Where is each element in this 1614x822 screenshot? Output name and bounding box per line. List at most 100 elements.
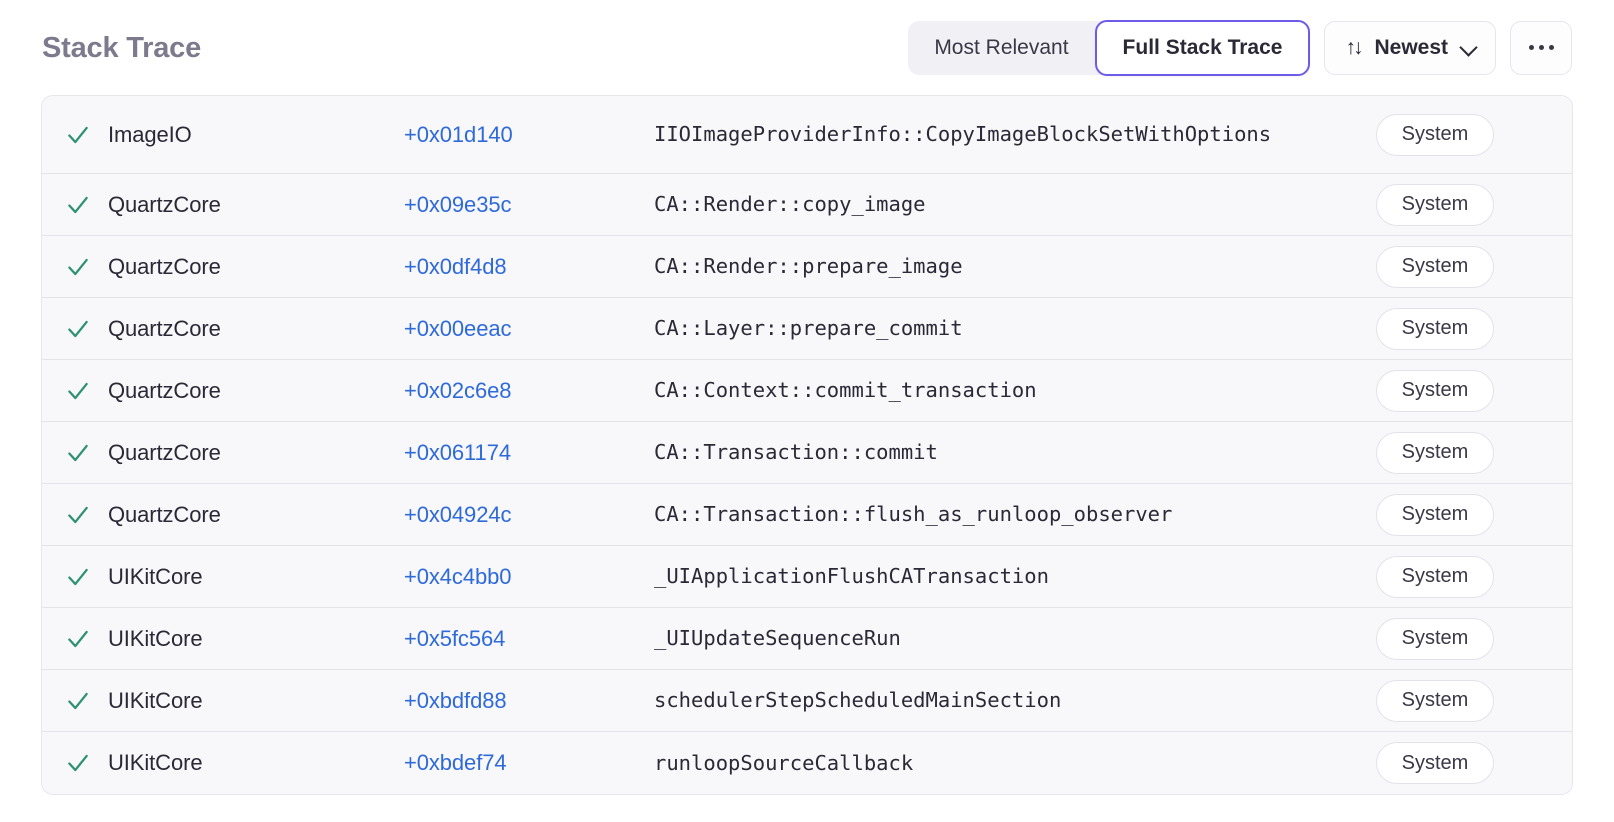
- checkmark-icon: [68, 506, 88, 523]
- frame-badge-cell: System: [1344, 113, 1494, 156]
- frame-status-cell: [42, 688, 108, 714]
- frame-package: QuartzCore: [108, 501, 221, 527]
- frame-package: QuartzCore: [108, 315, 221, 341]
- frame-offset-link[interactable]: +0x02c6e8: [404, 377, 512, 403]
- frame-badge-cell: System: [1344, 183, 1494, 226]
- frame-package: QuartzCore: [108, 377, 221, 403]
- frame-offset-link[interactable]: +0x061174: [404, 439, 511, 465]
- chevron-down-icon: [1461, 40, 1477, 56]
- frame-symbol: CA::Layer::prepare_commit: [654, 316, 963, 340]
- frame-badge-cell: System: [1344, 742, 1494, 784]
- frame-status-cell: [42, 192, 108, 218]
- sort-button[interactable]: ↑↓ Newest: [1324, 20, 1496, 75]
- frame-package: QuartzCore: [108, 191, 221, 217]
- sort-arrows-icon: ↑↓: [1345, 36, 1363, 59]
- checkmark-icon: [68, 382, 88, 399]
- header-controls: Most Relevant Full Stack Trace ↑↓ Newest: [908, 19, 1572, 76]
- frame-symbol: _UIApplicationFlushCATransaction: [654, 564, 1049, 588]
- frame-badge-cell: System: [1344, 245, 1494, 288]
- table-row-8[interactable]: UIKitCore +0x5fc564 _UIUpdateSequenceRun…: [42, 608, 1572, 670]
- frame-badge-cell: System: [1344, 679, 1494, 722]
- frame-offset-link[interactable]: +0x00eeac: [404, 315, 512, 341]
- status-badge: System: [1376, 742, 1494, 784]
- table-row-1[interactable]: QuartzCore +0x09e35c CA::Render::copy_im…: [42, 174, 1572, 236]
- ellipsis-dot-2: [1538, 45, 1544, 50]
- frame-package: ImageIO: [108, 121, 192, 147]
- frame-offset-link[interactable]: +0x01d140: [404, 121, 513, 147]
- frame-package: UIKitCore: [108, 687, 203, 713]
- ellipsis-dot-3: [1548, 45, 1554, 50]
- frame-badge-cell: System: [1344, 493, 1494, 536]
- table-row-0[interactable]: ImageIO +0x01d140 IIOImageProviderInfo::…: [42, 96, 1572, 174]
- frame-package: QuartzCore: [108, 253, 221, 279]
- frame-package: QuartzCore: [108, 439, 221, 465]
- more-options-button[interactable]: [1510, 20, 1572, 75]
- checkmark-icon: [68, 258, 88, 275]
- checkmark-icon: [68, 320, 88, 337]
- frame-offset-link[interactable]: +0xbdfd88: [404, 687, 507, 713]
- frame-package: UIKitCore: [108, 625, 203, 651]
- frame-symbol: IIOImageProviderInfo::CopyImageBlockSetW…: [654, 122, 1272, 146]
- table-row-5[interactable]: QuartzCore +0x061174 CA::Transaction::co…: [42, 422, 1572, 484]
- frame-badge-cell: System: [1344, 555, 1494, 598]
- status-badge: System: [1376, 183, 1494, 226]
- stack-trace-table: ImageIO +0x01d140 IIOImageProviderInfo::…: [41, 95, 1573, 795]
- frame-symbol: CA::Render::copy_image: [654, 192, 926, 216]
- checkmark-icon: [68, 754, 88, 772]
- checkmark-icon: [68, 568, 88, 585]
- frame-status-cell: [42, 254, 108, 280]
- status-badge: System: [1376, 245, 1494, 288]
- page-title: Stack Trace: [42, 32, 202, 64]
- tab-full-stack-trace[interactable]: Full Stack Trace: [1094, 19, 1311, 76]
- table-row-6[interactable]: QuartzCore +0x04924c CA::Transaction::fl…: [42, 484, 1572, 546]
- checkmark-icon: [68, 630, 88, 647]
- panel-header: Stack Trace Most Relevant Full Stack Tra…: [0, 0, 1614, 95]
- checkmark-icon: [68, 196, 88, 213]
- frame-status-cell: [42, 316, 108, 342]
- frame-symbol: CA::Transaction::flush_as_runloop_observ…: [654, 502, 1173, 526]
- checkmark-icon: [68, 692, 88, 709]
- frame-status-cell: [42, 564, 108, 590]
- status-badge: System: [1376, 555, 1494, 598]
- frame-package: UIKitCore: [108, 750, 203, 775]
- view-mode-segmented-control[interactable]: Most Relevant Full Stack Trace: [908, 19, 1311, 76]
- frame-status-cell: [42, 750, 108, 776]
- frame-symbol: runloopSourceCallback: [654, 750, 914, 775]
- tab-most-relevant[interactable]: Most Relevant: [908, 21, 1094, 75]
- frame-symbol: CA::Context::commit_transaction: [654, 378, 1037, 402]
- frame-badge-cell: System: [1344, 307, 1494, 350]
- frame-badge-cell: System: [1344, 617, 1494, 660]
- sort-button-label: Newest: [1374, 35, 1448, 59]
- frame-offset-link[interactable]: +0x5fc564: [404, 625, 506, 651]
- frame-offset-link[interactable]: +0x0df4d8: [404, 253, 507, 279]
- table-row-7[interactable]: UIKitCore +0x4c4bb0 _UIApplicationFlushC…: [42, 546, 1572, 608]
- frame-symbol: _UIUpdateSequenceRun: [654, 626, 901, 650]
- table-row-2[interactable]: QuartzCore +0x0df4d8 CA::Render::prepare…: [42, 236, 1572, 298]
- frame-status-cell: [42, 440, 108, 466]
- status-badge: System: [1376, 113, 1494, 156]
- frame-package: UIKitCore: [108, 563, 203, 589]
- status-badge: System: [1376, 431, 1494, 474]
- table-row-10[interactable]: UIKitCore +0xbdef74 runloopSourceCallbac…: [42, 732, 1572, 794]
- frame-offset-link[interactable]: +0xbdef74: [404, 750, 507, 775]
- frame-offset-link[interactable]: +0x09e35c: [404, 191, 512, 217]
- table-row-4[interactable]: QuartzCore +0x02c6e8 CA::Context::commit…: [42, 360, 1572, 422]
- frame-status-cell: [42, 122, 108, 148]
- status-badge: System: [1376, 679, 1494, 722]
- checkmark-icon: [68, 444, 88, 461]
- frame-badge-cell: System: [1344, 431, 1494, 474]
- status-badge: System: [1376, 307, 1494, 350]
- frame-offset-link[interactable]: +0x04924c: [404, 501, 512, 527]
- frame-symbol: CA::Render::prepare_image: [654, 254, 963, 278]
- table-row-3[interactable]: QuartzCore +0x00eeac CA::Layer::prepare_…: [42, 298, 1572, 360]
- status-badge: System: [1376, 617, 1494, 660]
- frame-status-cell: [42, 378, 108, 404]
- frame-offset-link[interactable]: +0x4c4bb0: [404, 563, 512, 589]
- ellipsis-dot-1: [1528, 45, 1534, 50]
- frame-status-cell: [42, 502, 108, 528]
- table-row-9[interactable]: UIKitCore +0xbdfd88 schedulerStepSchedul…: [42, 670, 1572, 732]
- frame-status-cell: [42, 626, 108, 652]
- checkmark-icon: [68, 126, 88, 143]
- status-badge: System: [1376, 369, 1494, 412]
